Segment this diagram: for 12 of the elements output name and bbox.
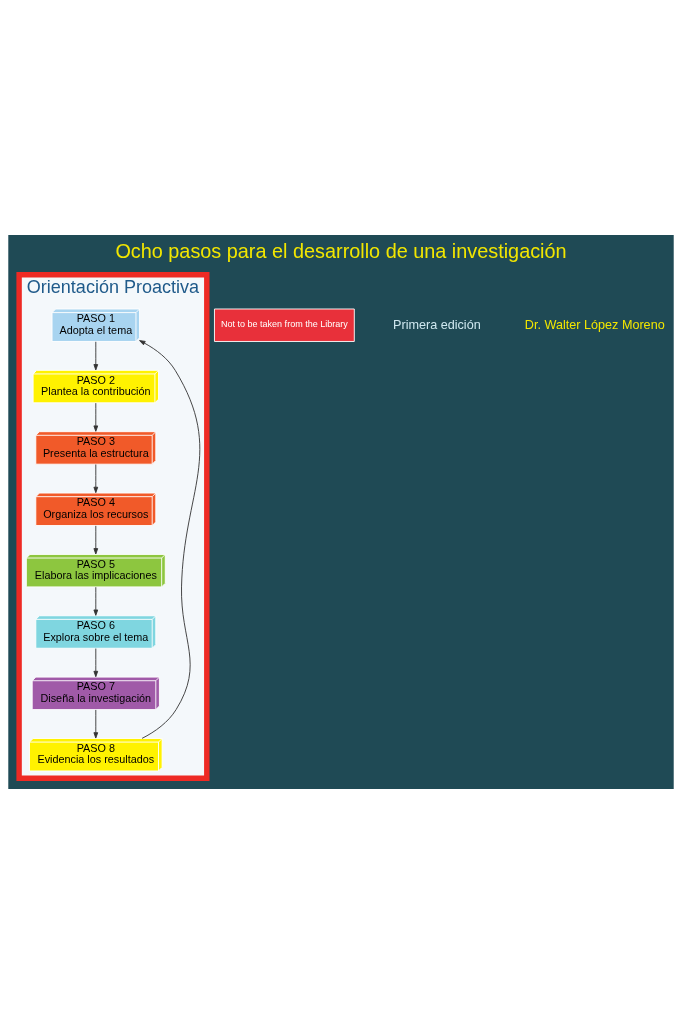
- arrow: [93, 525, 99, 555]
- diagram-title: Ocho pasos para el desarrollo de una investigación: [115, 240, 567, 263]
- arrow: [139, 340, 201, 739]
- label: Not to be taken from the Library: [220, 319, 348, 330]
- arrow: [93, 402, 99, 432]
- arrow: [93, 341, 99, 371]
- arrow: [93, 586, 99, 616]
- arrow: [93, 648, 99, 678]
- arrow: [93, 464, 99, 494]
- label: Primera edición: [393, 317, 481, 332]
- label: Dr. Walter López Moreno: [524, 317, 665, 332]
- arrow: [93, 709, 99, 739]
